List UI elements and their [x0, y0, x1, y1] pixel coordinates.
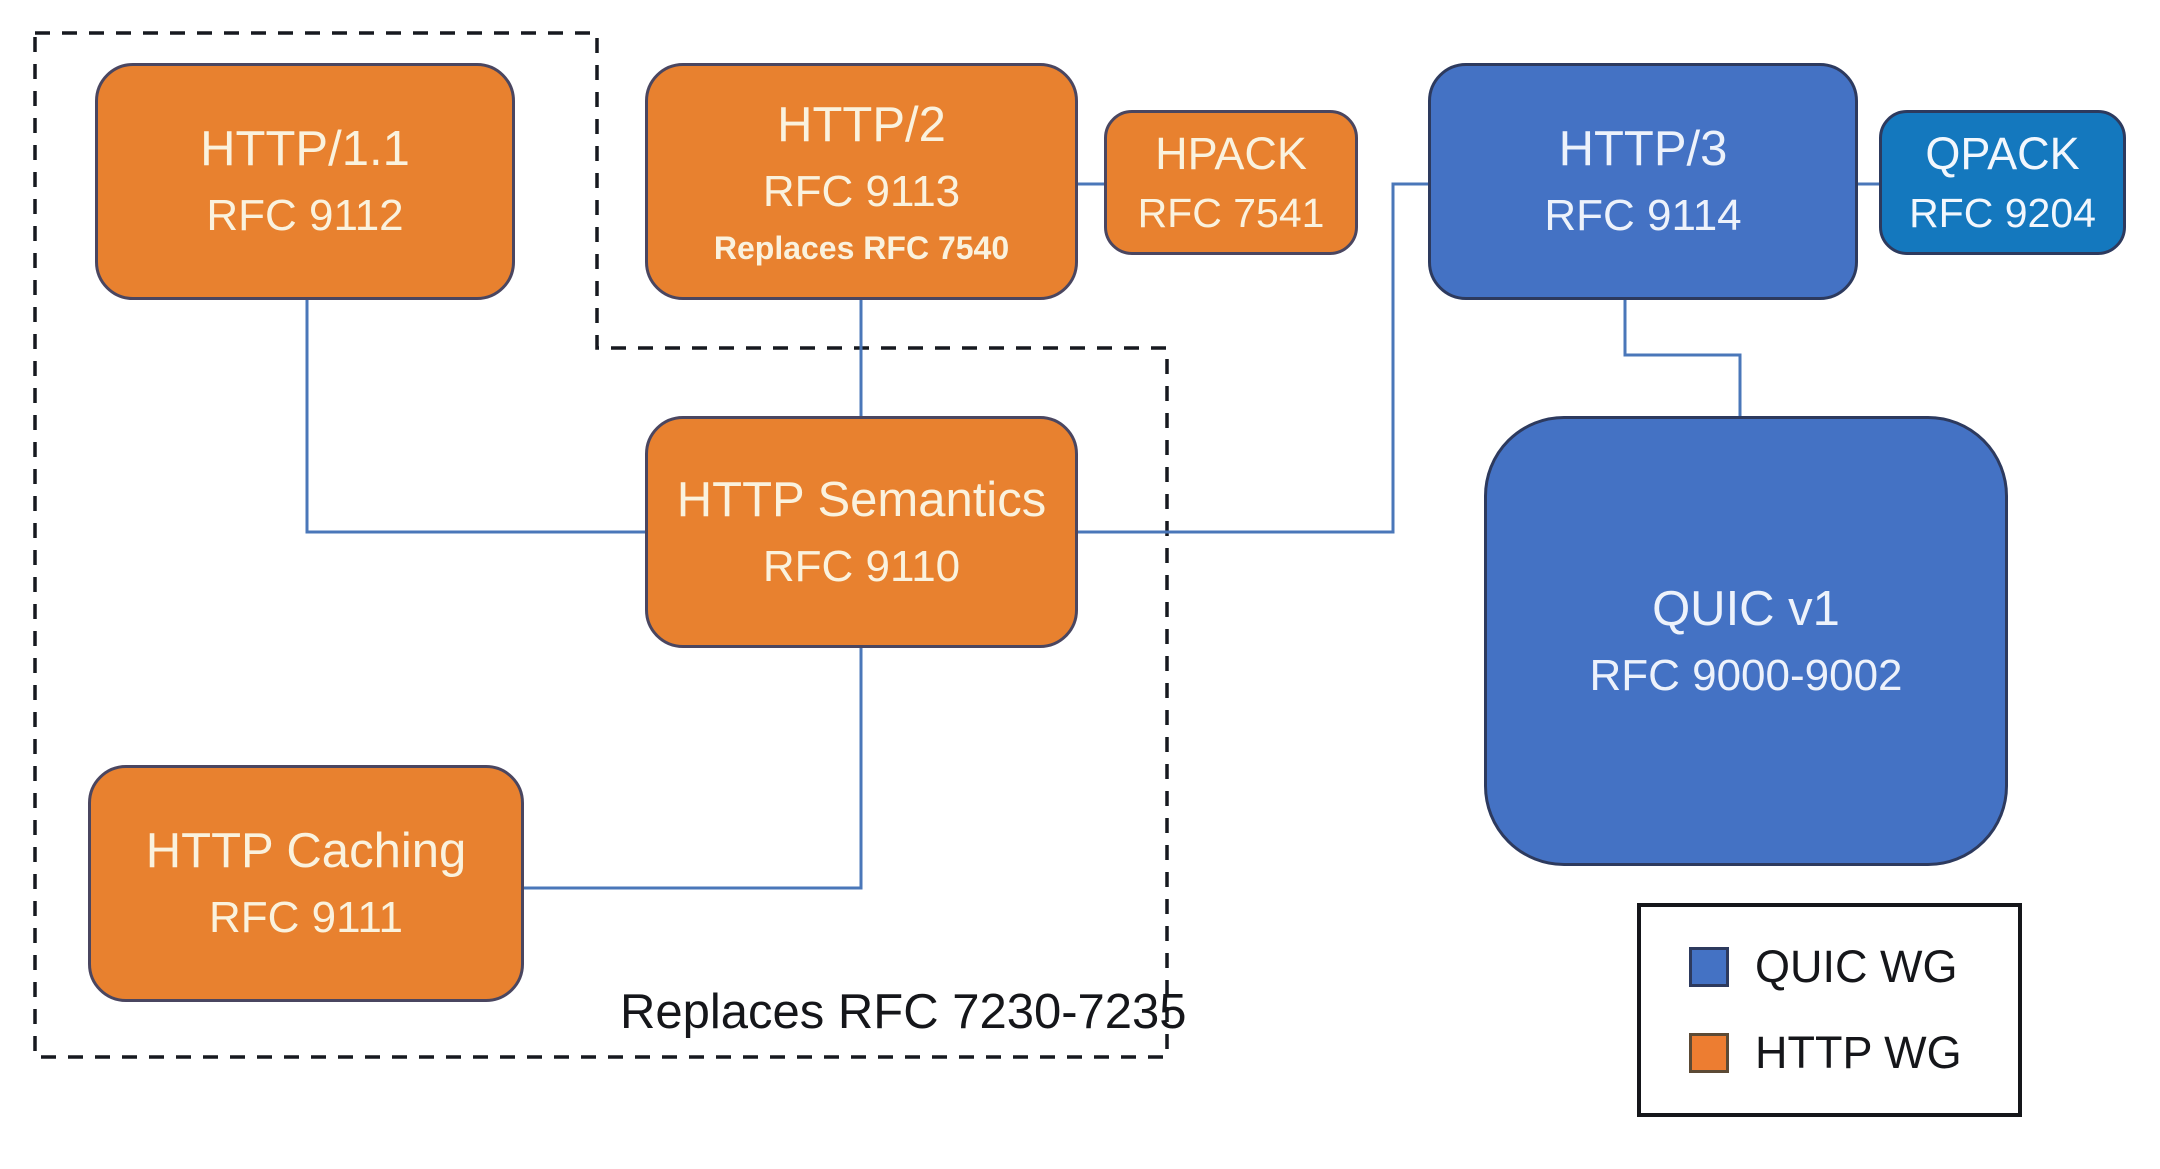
legend-item-quic-wg: QUIC WG	[1689, 941, 2018, 993]
edge-http11-semantics	[305, 300, 645, 534]
edge-semantics-caching	[524, 648, 863, 890]
legend: QUIC WG HTTP WG	[1637, 903, 2022, 1117]
node-http-semantics: HTTP Semantics RFC 9110	[645, 416, 1078, 648]
node-http11: HTTP/1.1 RFC 9112	[95, 63, 515, 300]
node-http11-rfc: RFC 9112	[206, 191, 404, 241]
node-http2: HTTP/2 RFC 9113 Replaces RFC 7540	[645, 63, 1078, 300]
node-quic-v1: QUIC v1 RFC 9000-9002	[1484, 416, 2008, 866]
node-http3: HTTP/3 RFC 9114	[1428, 63, 1858, 300]
node-http-caching: HTTP Caching RFC 9111	[88, 765, 524, 1002]
node-http2-note: Replaces RFC 7540	[713, 229, 1010, 266]
node-qpack-label: QPACK	[1925, 128, 2080, 180]
legend-item-quic-wg-label: QUIC WG	[1755, 941, 1958, 992]
node-hpack-rfc: RFC 7541	[1137, 189, 1325, 236]
edge-semantics-http3	[1078, 182, 1428, 534]
node-http-semantics-rfc: RFC 9110	[762, 541, 961, 591]
node-http-caching-label: HTTP Caching	[145, 824, 467, 879]
legend-item-http-wg-label: HTTP WG	[1755, 1027, 1962, 1078]
legend-item-http-wg: HTTP WG	[1689, 1027, 2018, 1079]
node-http-semantics-label: HTTP Semantics	[676, 472, 1047, 527]
node-hpack: HPACK RFC 7541	[1104, 110, 1358, 255]
dashed-region-caption: Replaces RFC 7230-7235	[620, 985, 1187, 1039]
node-quic-v1-rfc: RFC 9000-9002	[1589, 650, 1903, 700]
node-http2-rfc: RFC 9113	[762, 166, 961, 216]
node-http3-label: HTTP/3	[1558, 122, 1728, 177]
quic-wg-color-swatch	[1689, 947, 1729, 987]
node-http11-label: HTTP/1.1	[200, 122, 410, 177]
node-http2-label: HTTP/2	[777, 97, 946, 152]
http-wg-color-swatch	[1689, 1033, 1729, 1073]
node-http3-rfc: RFC 9114	[1544, 191, 1742, 241]
node-hpack-label: HPACK	[1155, 128, 1307, 180]
node-http-caching-rfc: RFC 9111	[208, 893, 403, 943]
node-qpack-rfc: RFC 9204	[1909, 189, 2096, 236]
edge-http3-quic	[1623, 300, 1742, 416]
node-quic-v1-label: QUIC v1	[1652, 581, 1840, 636]
node-qpack: QPACK RFC 9204	[1879, 110, 2126, 255]
